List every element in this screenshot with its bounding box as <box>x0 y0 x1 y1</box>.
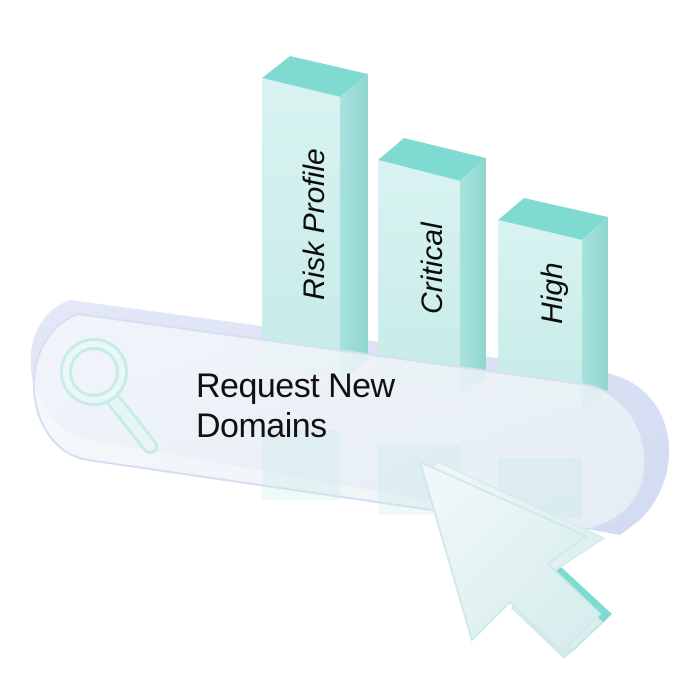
bar-label-high: High <box>536 262 569 324</box>
bar-label-risk-profile: Risk Profile <box>298 148 331 300</box>
search-text-line1: Request New <box>196 367 395 405</box>
bar-label-critical: Critical <box>416 221 449 314</box>
search-bar-text: Request New Domains <box>196 366 496 446</box>
search-icon <box>60 338 158 454</box>
bar-critical: Critical <box>378 138 486 398</box>
bar-high: High <box>498 198 608 412</box>
bar-risk-profile: Risk Profile <box>262 56 368 382</box>
search-text-line2: Domains <box>196 407 327 445</box>
cursor-arrow-icon <box>418 460 612 660</box>
